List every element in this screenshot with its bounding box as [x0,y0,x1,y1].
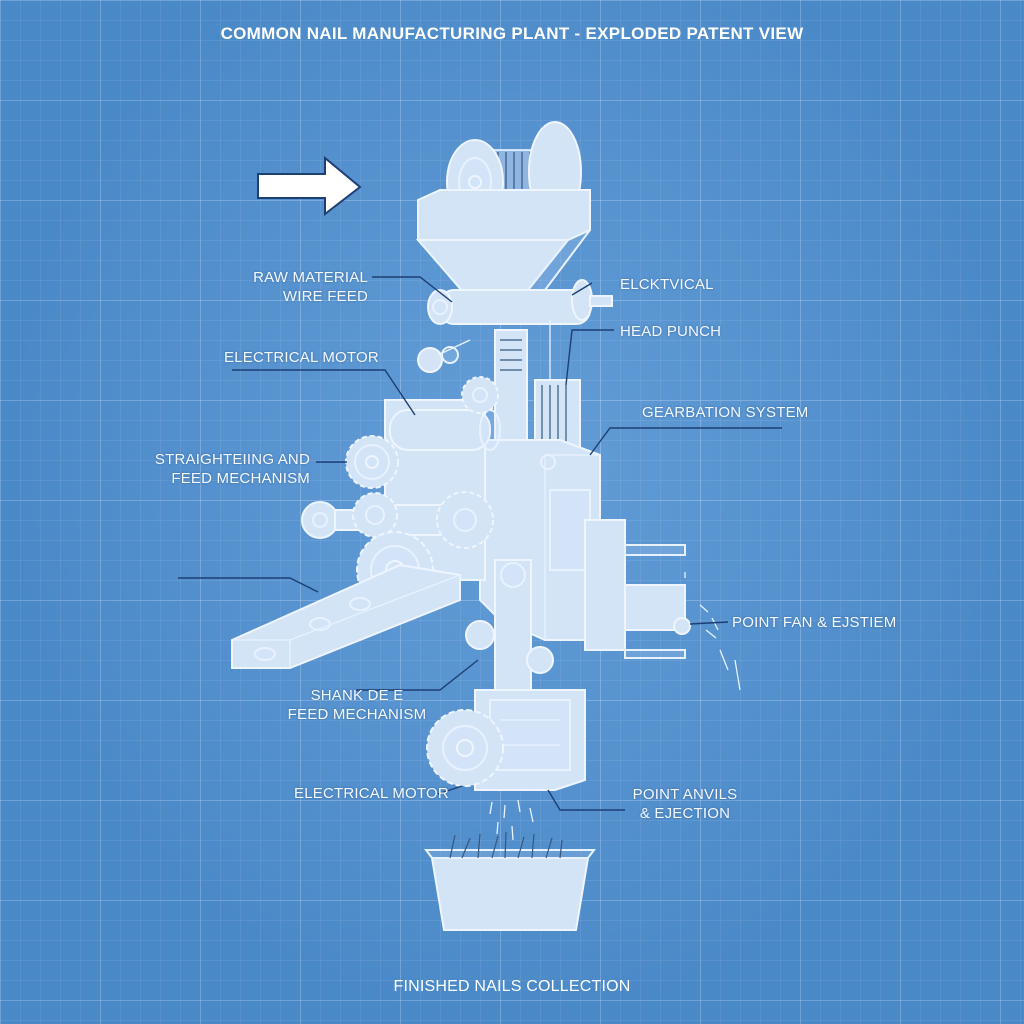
label-shank: SHANK DE E FEED MECHANISM [282,686,432,724]
point-fan-module [584,519,741,691]
label-point-anvils-line1: POINT ANVILS [632,786,738,803]
label-straightening: STRAIGHTEIING AND FEED MECHANISM [150,450,310,488]
label-head-punch: HEAD PUNCH [620,323,722,340]
label-shank-line1: SHANK DE E [310,687,404,704]
diagram-title: COMMON NAIL MANUFACTURING PLANT - EXPLOD… [220,24,804,43]
label-electrical-motor-bottom: ELECTRICAL MOTOR [294,785,449,802]
conveyor-chute [231,563,461,669]
arrow-right-icon [257,155,362,217]
feed-hopper [415,189,591,315]
lower-motor-housing [426,689,586,791]
shank-column [465,559,554,691]
label-point-anvils-line2: & EJECTION [639,805,731,822]
label-point-fan: POINT FAN & EJSTIEM [732,614,897,631]
collection-bin [424,831,596,931]
leader-lines [178,276,782,811]
label-raw-material-line2: WIRE FEED [282,288,368,305]
label-raw-material-line1: RAW MATERIAL [253,269,368,286]
label-straightening-line2: FEED MECHANISM [171,470,310,487]
diagram-footer: FINISHED NAILS COLLECTION [393,978,631,995]
falling-nails [489,799,534,841]
label-electrical-motor-top: ELECTRICAL MOTOR [224,349,379,366]
label-electrical-top: ELCKTVICAL [620,276,714,293]
upper-drive-shaft [417,279,613,373]
head-punch-column [494,320,581,451]
label-straightening-line1: STRAIGHTEIING AND [154,451,310,468]
label-shank-line2: FEED MECHANISM [287,706,427,723]
label-point-anvils: POINT ANVILS & EJECTION [620,785,750,823]
label-gearbation-system: GEARBATION SYSTEM [642,404,809,421]
gear-train [345,376,499,609]
label-raw-material: RAW MATERIAL WIRE FEED [226,268,368,306]
